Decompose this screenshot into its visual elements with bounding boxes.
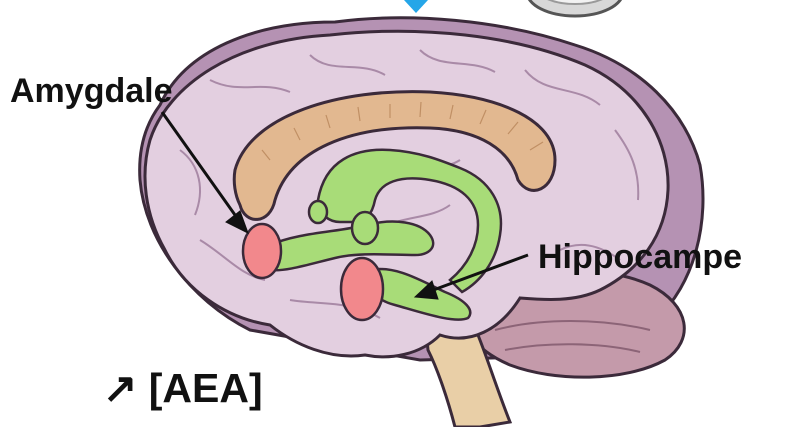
- amygdale-label: Amygdale: [10, 72, 173, 111]
- blue-arrow-icon: [404, 0, 428, 13]
- aea-increase-label: ↗ [AEA]: [103, 364, 263, 412]
- amygdala-left: [243, 224, 281, 278]
- amygdala-right: [341, 258, 383, 320]
- fornix-bulb: [309, 201, 327, 223]
- hippocampe-label: Hippocampe: [538, 238, 742, 277]
- clock-icon: [527, 0, 623, 16]
- mammillary-body: [352, 212, 378, 244]
